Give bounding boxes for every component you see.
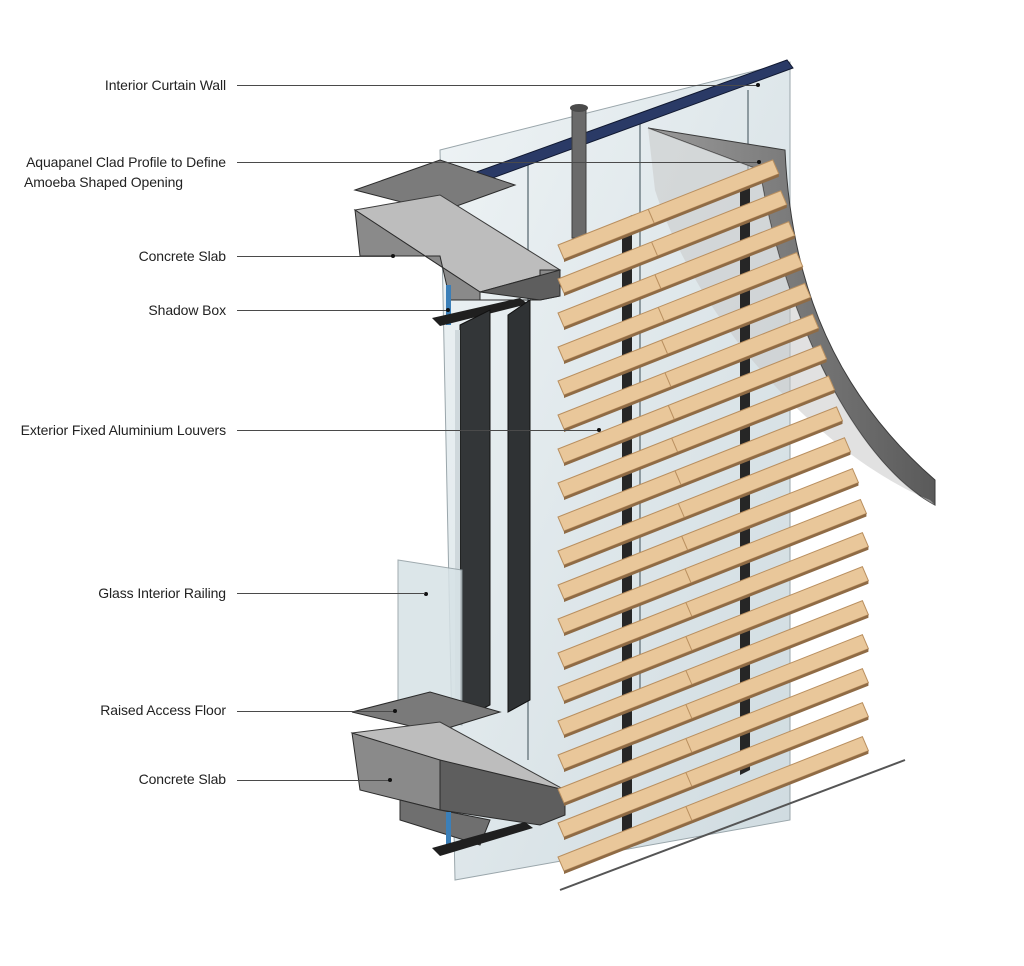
louver-blade-edge xyxy=(564,580,869,704)
leader-point xyxy=(388,778,392,782)
leader-line xyxy=(237,780,390,781)
label-text: Interior Curtain Wall xyxy=(104,77,226,93)
concrete-slab-lower-side xyxy=(439,759,566,826)
louver-blade-seam xyxy=(681,535,689,551)
louver-blade-edge xyxy=(564,204,787,296)
leader-line xyxy=(237,162,759,163)
louver-blade-edge xyxy=(564,648,869,772)
louver-blade-edge xyxy=(564,482,859,602)
louver-blade-edge xyxy=(564,451,851,568)
label-text: Exterior Fixed Aluminium Louvers xyxy=(20,422,226,438)
louver-blade-seam xyxy=(685,806,693,821)
louver-blade-edge xyxy=(564,297,811,398)
louver-blade-edge xyxy=(564,173,779,262)
louver-blade-edge xyxy=(564,235,795,330)
frame-column-left xyxy=(459,309,491,721)
louver-blade-edge xyxy=(564,716,869,840)
louver-blade-seam xyxy=(685,772,693,787)
louver-blade-seam xyxy=(664,372,672,387)
louver-blade-seam xyxy=(677,503,685,518)
shadow-box-plate-lower xyxy=(432,822,533,856)
leader-point xyxy=(597,428,601,432)
upper-floor-assembly xyxy=(353,159,562,326)
glass-interior-railing xyxy=(397,559,463,726)
leader-point xyxy=(391,254,395,258)
louver-blade-edge xyxy=(564,389,835,500)
label-text: Shadow Box xyxy=(148,302,226,318)
louver-blade-edge xyxy=(564,513,867,636)
louver-blade-seam xyxy=(685,738,693,753)
louver-blade-seam xyxy=(667,405,675,420)
louver-blade-edge xyxy=(564,750,869,874)
leader-point xyxy=(756,83,760,87)
leader-point xyxy=(393,709,397,713)
soffit-lower xyxy=(399,799,491,846)
louver-blade-seam xyxy=(661,339,669,355)
concrete-slab-upper-side xyxy=(479,269,561,301)
louver-blade-edge xyxy=(564,420,843,534)
shadow-box-post-lower xyxy=(446,812,451,852)
louver-blade-seam xyxy=(647,209,655,224)
raised-access-floor-lower xyxy=(351,691,502,733)
louver-blade-seam xyxy=(685,704,693,719)
label-text: Glass Interior Railing xyxy=(98,585,226,601)
louver-blade-seam xyxy=(671,437,679,453)
frame-column-mid xyxy=(507,299,531,713)
railing-label-point xyxy=(424,592,428,596)
vent-pipe xyxy=(571,107,587,239)
label-text: Concrete Slab xyxy=(138,248,227,264)
vent-pipe-cap xyxy=(570,104,588,112)
label-text-line2: Amoeba Shaped Opening xyxy=(23,174,183,190)
louver-blade-seam xyxy=(654,274,662,289)
leader-line xyxy=(237,310,448,311)
label-text-line1: Aquapanel Clad Profile to Define xyxy=(26,154,226,170)
louver-blade-edge xyxy=(564,682,869,806)
leader-line xyxy=(237,430,599,431)
louver-blade-seam xyxy=(651,241,659,257)
leader-point xyxy=(757,160,761,164)
leader-point xyxy=(446,308,450,312)
lower-floor-assembly xyxy=(350,691,567,856)
louver-blade-edge xyxy=(564,359,827,466)
louver-blade-edge xyxy=(564,266,803,364)
louver-blade-seam xyxy=(685,636,693,651)
shadow-box-post-upper xyxy=(446,285,451,325)
shadow-box-plate-upper xyxy=(432,298,528,326)
window-frame xyxy=(455,299,531,721)
leader-line xyxy=(237,85,757,86)
label-text: Concrete Slab xyxy=(138,771,227,787)
exterior-louvers xyxy=(557,159,870,874)
louver-blade-edge xyxy=(564,614,869,738)
louver-blade-seam xyxy=(657,307,665,322)
railing-glass-panel xyxy=(397,559,463,726)
louver-blade-edge xyxy=(564,328,819,432)
louver-blade-seam xyxy=(685,602,693,617)
label-text: Raised Access Floor xyxy=(100,702,226,718)
louver-blade-seam xyxy=(684,568,692,583)
leader-line xyxy=(237,711,395,712)
leader-line xyxy=(237,256,393,257)
louver-blade-seam xyxy=(685,670,693,685)
louver-base-rod xyxy=(559,759,906,891)
louver-blade-seam xyxy=(674,470,682,485)
louver-blade-edge xyxy=(564,546,869,670)
leader-line xyxy=(237,593,425,594)
